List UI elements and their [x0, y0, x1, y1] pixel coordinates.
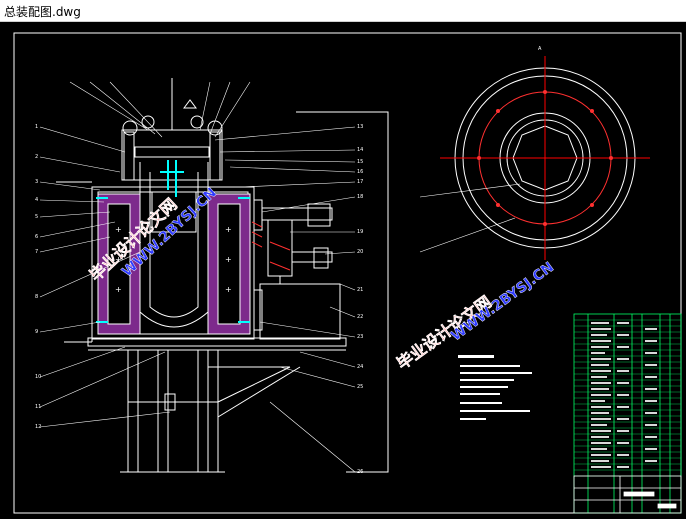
- svg-text:A: A: [538, 46, 542, 52]
- top-view: A: [419, 46, 650, 260]
- svg-text:+: +: [115, 225, 122, 234]
- svg-text:1: 1: [35, 124, 38, 130]
- coil-markers: + + + + + +: [115, 225, 232, 294]
- svg-text:14: 14: [357, 147, 363, 153]
- front-section-view: + + + + + +: [35, 78, 389, 475]
- leader-lines-left: [39, 81, 251, 428]
- svg-text:11: 11: [35, 404, 41, 410]
- watermark-bottom-cn: 毕业设计论文网: [393, 292, 495, 373]
- svg-text:+: +: [115, 255, 122, 264]
- svg-text:+: +: [225, 285, 232, 294]
- svg-text:2: 2: [35, 154, 38, 160]
- svg-text:4: 4: [35, 197, 38, 203]
- base-plate: [87, 337, 347, 351]
- electrode-assembly: [96, 160, 250, 323]
- outline-box: [56, 111, 389, 473]
- svg-text:20: 20: [357, 249, 363, 255]
- svg-text:19: 19: [357, 229, 363, 235]
- svg-text:+: +: [115, 285, 122, 294]
- svg-text:13: 13: [357, 124, 363, 130]
- svg-text:21: 21: [357, 287, 363, 293]
- window-title: 总装配图.dwg: [4, 5, 81, 19]
- title-block: [573, 475, 682, 514]
- support-frame: [120, 350, 301, 473]
- svg-text:26: 26: [357, 469, 363, 475]
- top-press-plate: [121, 78, 223, 181]
- svg-text:15: 15: [357, 159, 363, 165]
- technical-notes: [458, 355, 532, 420]
- cad-drawing-canvas[interactable]: + + + + + +: [0, 22, 686, 515]
- svg-text:23: 23: [357, 334, 363, 340]
- top-view-bolt-holes: [477, 90, 613, 226]
- svg-text:25: 25: [357, 384, 363, 390]
- svg-text:12: 12: [35, 424, 41, 430]
- svg-text:7: 7: [35, 249, 38, 255]
- svg-text:9: 9: [35, 329, 38, 335]
- svg-text:10: 10: [35, 374, 41, 380]
- svg-text:16: 16: [357, 169, 363, 175]
- svg-text:5: 5: [35, 214, 38, 220]
- watermark-bottom: 毕业设计论文网 WWW.2BYSJ.CN: [393, 259, 557, 373]
- parts-list-rows: [574, 319, 681, 477]
- svg-text:18: 18: [357, 194, 363, 200]
- drawing-frame: [13, 32, 682, 514]
- svg-text:+: +: [225, 225, 232, 234]
- svg-text:6: 6: [35, 234, 38, 240]
- leader-lines-right: [214, 126, 356, 473]
- crucible: [139, 162, 209, 328]
- watermark-bottom-url: WWW.2BYSJ.CN: [448, 259, 557, 344]
- window-titlebar: 总装配图.dwg: [0, 0, 686, 22]
- parts-list-text-blocks: [591, 322, 657, 468]
- svg-text:8: 8: [35, 294, 38, 300]
- lining-section: [251, 221, 291, 271]
- svg-text:17: 17: [357, 179, 363, 185]
- svg-text:24: 24: [357, 364, 363, 370]
- cooling-pipe-unit: [253, 199, 341, 340]
- induction-coil-right: [207, 193, 251, 335]
- svg-text:+: +: [225, 255, 232, 264]
- svg-text:22: 22: [357, 314, 363, 320]
- svg-text:3: 3: [35, 179, 38, 185]
